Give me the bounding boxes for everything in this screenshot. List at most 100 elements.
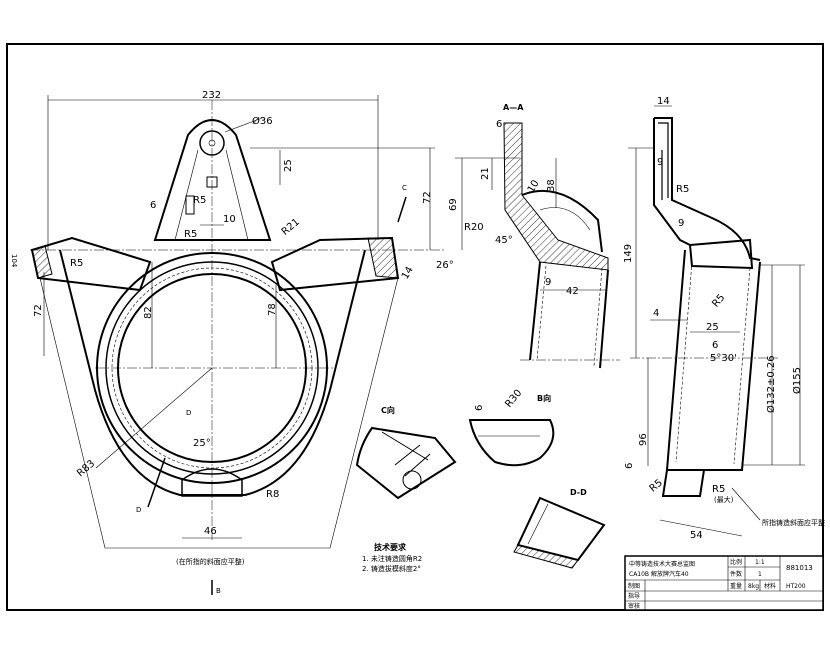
detail-dd-hatch [513,544,579,569]
title-weight-value: 8kg [748,583,759,590]
dim-78: 78 [267,303,278,316]
tech-req-item-2: 2. 铸造拔模斜度2° [362,564,421,573]
dim-72-left: 72 [33,304,44,317]
title-row-review: 审核 [628,602,640,610]
detail-c-outline [355,426,457,500]
detail-dd-title: D-D [570,488,587,497]
side-dim-155: Ø155 [791,367,803,394]
detail-b: B向 6 R30 [468,388,555,467]
lug-rib [174,149,249,241]
aa-dim-r20: R20 [464,222,484,233]
side-dim-5deg30: 5°30' [710,353,737,364]
detail-c-title: C向 [381,405,395,415]
aa-dim-38: 38 [546,179,557,192]
side-dim-25: 25 [706,322,719,333]
arrow-c [397,196,407,223]
tech-requirements: 技术要求 1. 未注铸造圆角R2 2. 铸造拔模斜度2° [362,542,422,573]
side-view-tube [665,249,761,471]
side-dim-4: 4 [653,308,659,319]
dim-14: 14 [400,265,416,282]
title-drawing-no: 881013 [786,564,813,572]
detail-c-hole [402,470,422,490]
title-block: 中等铸造技术大赛总监图 CA10B 解放牌汽车40 比例 1:1 件数 1 重量… [624,555,824,611]
top-lug [153,119,272,241]
detail-c: C向 [355,405,457,500]
tech-req-title: 技术要求 [374,542,407,552]
title-material-label: 材料 [764,582,776,590]
side-dim-6: 6 [712,340,718,351]
tech-req-item-1: 1. 未注铸造圆角R2 [362,554,422,563]
flange-projection [39,277,399,549]
aa-dim-69: 69 [448,198,459,211]
ring-mid [105,261,319,475]
side-dim-132: Ø132±0.26 [765,355,777,413]
aa-dim-6: 6 [496,119,502,130]
title-name-line2: CA10B 解放牌汽车40 [629,570,689,578]
section-mark-d2: D [186,409,191,417]
dim-6: 6 [150,200,156,211]
note-plane: (在所指的斜面应平整) [176,557,245,566]
dim-232: 232 [202,90,221,101]
title-scale-value: 1:1 [755,559,765,566]
detail-b-dim-6: 6 [474,405,485,411]
front-view: 232 Ø36 25 72 R5 10 R5 R21 6 104 R5 14 2… [10,90,454,595]
title-row-guide: 指导 [628,592,640,600]
ring-dashed [111,267,313,469]
dim-104: 104 [10,254,18,268]
dim-25-deg: 25° [193,438,211,449]
dim-r21: R21 [280,217,302,238]
aa-dim-9: 9 [545,277,551,288]
section-mark-c: C [402,184,407,192]
title-material-value: HT200 [786,583,806,590]
ring-inner [117,273,307,463]
title-qty-label: 件数 [730,570,742,578]
side-view-foot [661,469,705,497]
ring-outer [96,252,328,484]
title-qty-value: 1 [758,571,762,578]
side-dim-r5-low: R5 [712,484,725,495]
section-aa: A—A 69 21 6 10 38 R20 45° 9 42 [448,103,620,369]
sheet-border [6,43,824,611]
side-view-outline-upper [654,117,761,261]
title-name-line1: 中等铸造技术大赛总监图 [629,560,695,568]
title-row-drawn: 制图 [628,582,640,590]
dim-r5-upper: R5 [193,195,206,206]
detail-dd: D-D [513,488,606,569]
dim-10: 10 [223,214,236,225]
dim-25: 25 [283,159,294,172]
aa-dim-21: 21 [480,167,491,180]
side-dim-54: 54 [690,530,703,541]
title-weight-label: 重量 [730,582,742,590]
dim-r83: R83 [75,458,97,479]
detail-b-title: B向 [537,393,551,403]
side-dim-9-mid: 9 [678,218,684,229]
aa-dim-42: 42 [566,286,579,297]
side-dim-9-top: 9 [657,157,663,168]
body-outline [59,249,366,496]
side-view: 14 9 R5 9 149 4 R5 25 6 5°30' Ø132±0.26 … [623,96,825,541]
section-mark-d: D [136,506,141,514]
section-aa-hatched [503,122,609,271]
rib-slot-left [185,195,195,215]
dim-r8: R8 [266,489,279,500]
lug-hole [199,130,225,156]
side-dim-6-low: 6 [624,463,635,469]
side-dim-96: 96 [638,433,649,446]
lug-hole-center [208,139,216,147]
dim-r5-left: R5 [70,258,83,269]
side-dim-149: 149 [623,244,634,263]
section-aa-curve [521,189,603,253]
dim-46: 46 [204,526,217,537]
dim-diameter-36: Ø36 [252,115,273,127]
detail-b-outline [468,419,555,467]
right-arm-hatch [367,237,399,279]
side-dim-14: 14 [657,96,670,107]
side-dim-r5-low-note: (最大) [714,495,734,504]
bottom-pad [181,468,243,497]
arrow-d [147,457,166,508]
side-dim-r5-mid: R5 [710,292,727,309]
lug-slot [206,176,218,188]
section-aa-tube [529,261,609,369]
